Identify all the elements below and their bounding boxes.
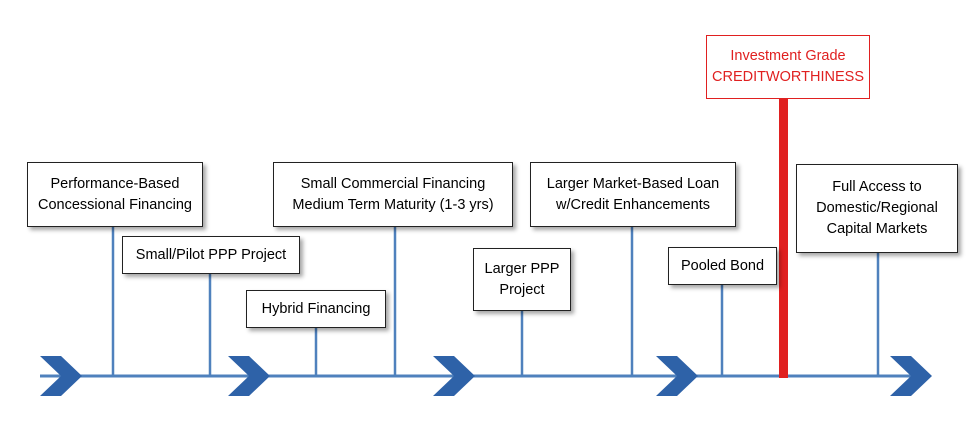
stage-full-access: Full Access to Domestic/Regional Capital… (796, 164, 958, 253)
milestone-box: Investment Grade CREDITWORTHINESS (706, 35, 870, 99)
stage-hybrid-financing-line-1: Hybrid Financing (261, 300, 371, 317)
milestone-line-1: Investment Grade (730, 48, 846, 64)
chevron-arrow-3 (433, 356, 475, 396)
stage-small-commercial-line-1: Small Commercial Financing (300, 175, 486, 192)
stage-larger-ppp: Larger PPP Project (473, 248, 571, 311)
stage-larger-ppp-line-1: Larger PPP (484, 260, 560, 277)
stage-full-access-line-2: Domestic/Regional (816, 200, 938, 216)
stage-larger-market-loan: Larger Market-Based Loan w/Credit Enhanc… (530, 162, 736, 227)
stage-larger-market-loan-line-2: w/Credit Enhancements (556, 196, 710, 213)
stage-hybrid-financing: Hybrid Financing (246, 290, 386, 328)
stage-full-access-line-3: Capital Markets (826, 221, 928, 237)
stage-pooled-bond: Pooled Bond (668, 247, 777, 285)
chevron-arrow-2 (228, 356, 270, 396)
stage-full-access-line-1: Full Access to (832, 179, 922, 195)
stage-performance-based-line-1: Performance-Based (50, 175, 180, 192)
chevron-arrow-1 (40, 356, 82, 396)
stage-small-pilot-ppp: Small/Pilot PPP Project (122, 236, 300, 274)
chevron-arrow-4 (656, 356, 698, 396)
stage-performance-based-line-2: Concessional Financing (38, 196, 192, 213)
chevron-arrow-5 (890, 356, 932, 396)
stage-small-commercial-line-2: Medium Term Maturity (1-3 yrs) (292, 196, 494, 213)
stage-performance-based: Performance-Based Concessional Financing (27, 162, 203, 227)
milestone-bar (779, 98, 788, 378)
stage-larger-market-loan-line-1: Larger Market-Based Loan (546, 175, 720, 192)
milestone-line-2: CREDITWORTHINESS (712, 69, 864, 85)
stage-small-commercial: Small Commercial Financing Medium Term M… (273, 162, 513, 227)
stage-pooled-bond-line-1: Pooled Bond (680, 257, 765, 274)
stage-larger-ppp-line-2: Project (499, 281, 545, 298)
stage-small-pilot-ppp-line-1: Small/Pilot PPP Project (135, 246, 287, 263)
